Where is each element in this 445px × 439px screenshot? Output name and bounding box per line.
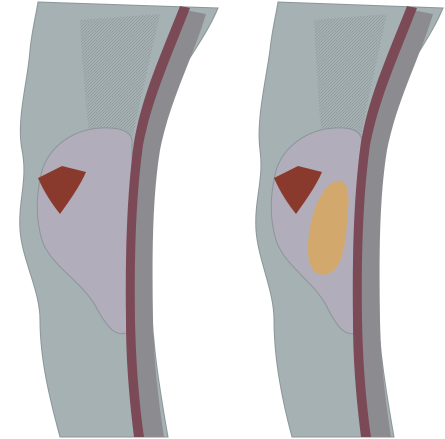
panel-right — [222, 0, 445, 439]
panel-right-graphic — [222, 0, 445, 439]
panel-left-graphic — [0, 0, 222, 439]
panel-left — [0, 0, 222, 439]
